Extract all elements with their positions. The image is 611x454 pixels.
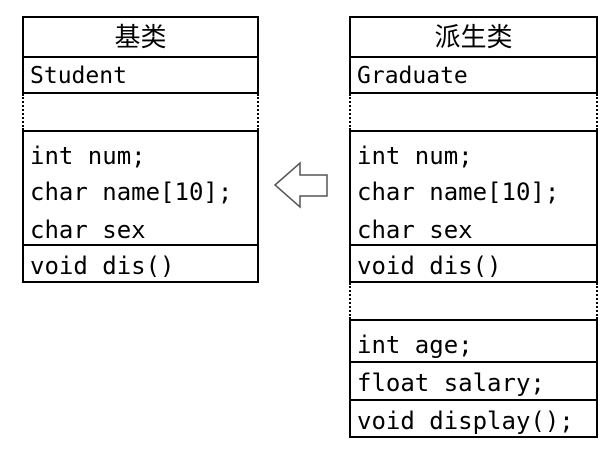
derived-new-member-2: float salary; xyxy=(357,369,545,397)
derived-method-divider xyxy=(351,244,596,246)
left-arrow-icon xyxy=(273,161,328,209)
derived-new-divider-1 xyxy=(351,361,596,363)
base-member-1: int num; xyxy=(30,142,146,170)
base-dotted-gap xyxy=(22,94,259,130)
derived-new-member-3: void display(); xyxy=(357,407,574,435)
base-method-divider xyxy=(24,244,257,246)
derived-class-name: Graduate xyxy=(357,63,468,89)
base-members-box: int num; char name[10]; char sex void di… xyxy=(22,130,259,283)
base-title-divider xyxy=(24,56,257,58)
base-class-heading: 基类 xyxy=(114,23,167,53)
base-member-2: char name[10]; xyxy=(30,178,233,206)
derived-dotted-gap-1 xyxy=(349,94,598,130)
derived-inherited-member-1: int num; xyxy=(357,142,473,170)
derived-new-divider-2 xyxy=(351,399,596,401)
derived-title-divider xyxy=(351,56,596,58)
derived-new-members-box: int age; float salary; void display(); xyxy=(349,319,598,438)
base-class-name: Student xyxy=(30,63,127,89)
derived-dotted-gap-2 xyxy=(349,283,598,319)
base-class-title-box: 基类 Student xyxy=(22,16,259,94)
derived-inherited-method: void dis() xyxy=(357,252,502,280)
base-member-3: char sex xyxy=(30,216,146,244)
derived-inherited-member-2: char name[10]; xyxy=(357,178,560,206)
derived-class-title-box: 派生类 Graduate xyxy=(349,16,598,94)
derived-new-member-1: int age; xyxy=(357,331,473,359)
base-method: void dis() xyxy=(30,252,175,280)
derived-inherited-member-3: char sex xyxy=(357,216,473,244)
derived-class-heading: 派生类 xyxy=(434,23,513,53)
derived-inherited-box: int num; char name[10]; char sex void di… xyxy=(349,130,598,283)
